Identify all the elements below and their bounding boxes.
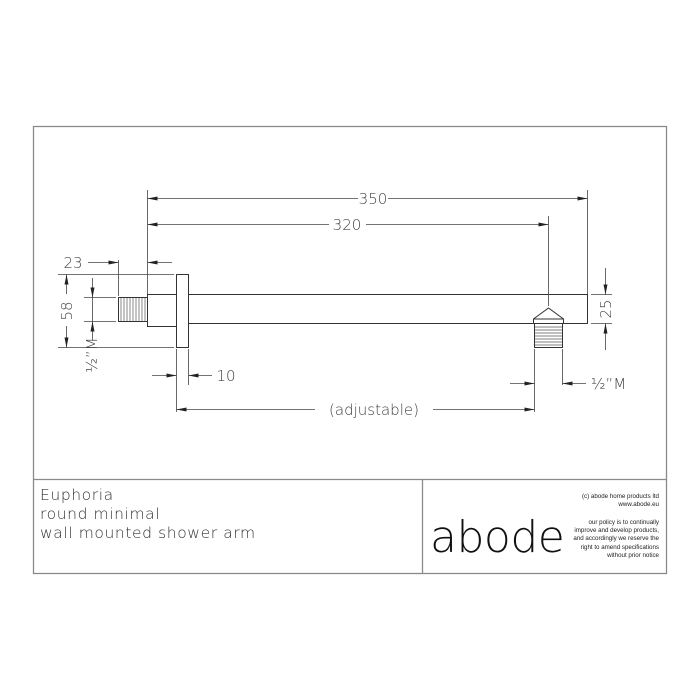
policy-line: without prior notice (607, 551, 659, 559)
policy-notice: our policy is to continually improve and… (573, 519, 659, 560)
dim-350: 350 (359, 190, 388, 208)
inlet-thread-hatch (120, 298, 146, 321)
outlet-thread (534, 323, 563, 348)
product-description: wall mounted shower arm (40, 524, 256, 542)
dim-23: 23 (63, 254, 82, 272)
arm-pipe (188, 294, 588, 324)
dim-320: 320 (333, 216, 362, 234)
outlet-cone (533, 307, 564, 324)
product-title-block: Euphoria round minimal wall mounted show… (40, 486, 256, 543)
policy-line: right to amend specifications (580, 543, 659, 551)
outlet-thread-hatch (535, 326, 562, 346)
dim-inlet-thread: ½”M (83, 337, 101, 372)
inlet-stub (147, 294, 177, 327)
abode-logo: abode (430, 512, 565, 563)
policy-line: and accordingly we reserve the (573, 535, 659, 543)
dimension-lines (58, 190, 612, 412)
dim-25: 25 (597, 299, 615, 318)
drawing-frame (32, 125, 668, 575)
wall-flange (176, 274, 189, 348)
copyright-text: (c) abode home products ltd (581, 493, 659, 500)
product-name: Euphoria (40, 486, 114, 504)
brand-contact: (c) abode home products ltd www.abode.eu (582, 493, 659, 509)
dim-adjustable: (adjustable) (329, 401, 419, 419)
dim-outlet-thread: ½”M (591, 375, 626, 393)
policy-line: our policy is to continually (588, 519, 659, 526)
dimension-labels: 350 320 23 58 ½”M 10 (adjustable) ½”M 25 (58, 190, 626, 419)
product-subtitle: round minimal (40, 505, 161, 523)
dim-10: 10 (216, 367, 235, 385)
shower-arm (118, 274, 588, 348)
website-text: www.abode.eu (618, 501, 659, 509)
policy-line: improve and develop products, (574, 527, 659, 535)
dim-58: 58 (58, 301, 76, 320)
